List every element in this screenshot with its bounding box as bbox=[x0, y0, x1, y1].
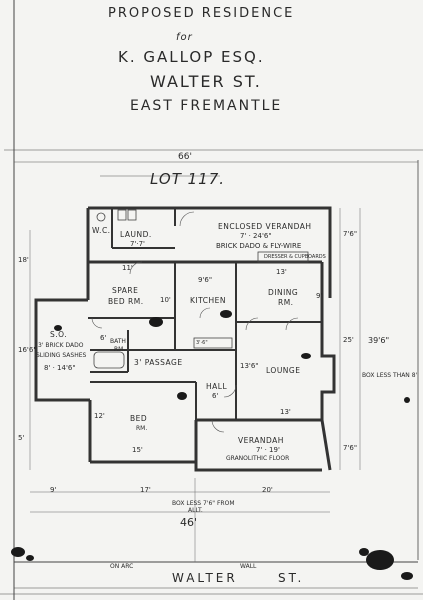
room-spare-bed-2: BED RM. bbox=[108, 297, 144, 306]
dim-kitchen-w: 9'6" bbox=[198, 276, 213, 284]
dim-hall-w: 6' bbox=[212, 392, 219, 400]
dim-left-16: 16'6" bbox=[18, 346, 37, 354]
title-line-5: EAST FREMANTLE bbox=[130, 98, 283, 114]
room-passage: 3' PASSAGE bbox=[134, 358, 183, 367]
room-dining-2: RM. bbox=[278, 298, 294, 307]
bottom-left-note-1: ON ARC bbox=[110, 563, 134, 570]
room-bath-2: RM. bbox=[114, 346, 126, 353]
dim-top-right: 7'6" bbox=[343, 230, 358, 238]
ink-blots bbox=[11, 310, 413, 580]
title-line-2: for bbox=[176, 32, 193, 43]
wc-pan bbox=[96, 212, 106, 222]
room-kitchen: KITCHEN bbox=[190, 296, 226, 305]
kitchen-dado-note: DRESSER & CUPBOARDS bbox=[264, 254, 326, 260]
dim-right-total: 39'6" bbox=[368, 336, 390, 345]
dim-dining-w: 13' bbox=[276, 268, 287, 276]
room-lounge: LOUNGE bbox=[266, 366, 301, 375]
dim-bath-w: 6' bbox=[100, 334, 107, 342]
street-name-2: ST. bbox=[278, 571, 305, 585]
dim-left-5: 5' bbox=[18, 434, 25, 442]
internal-walls bbox=[88, 208, 322, 420]
dim-bed-w: 15' bbox=[132, 446, 143, 454]
dim-spare-w: 11' bbox=[122, 264, 133, 272]
bottom-left-note-2: WALL bbox=[240, 563, 257, 570]
title-line-4: WALTER ST. bbox=[150, 72, 262, 91]
lot-number: LOT 117. bbox=[150, 170, 226, 188]
dim-dining-h: 9' bbox=[316, 292, 323, 300]
fixtures bbox=[93, 209, 309, 369]
dim-verandah-h: 7'6" bbox=[343, 444, 358, 452]
room-sleepout-1: S.O. bbox=[50, 330, 68, 339]
setback-note-1: BOX LESS 7'6" FROM bbox=[172, 500, 235, 507]
room-sleepout-4: 8' · 14'6" bbox=[44, 364, 76, 372]
enclosed-verandah-dim: 7' · 24'6" bbox=[240, 232, 272, 240]
room-verandah-3: GRANOLITHIC FLOOR bbox=[226, 455, 290, 462]
street-name-1: WALTER bbox=[172, 571, 238, 585]
dim-bed-h: 12' bbox=[94, 412, 105, 420]
dim-bottom-total: 46' bbox=[180, 516, 198, 529]
bath-tub bbox=[93, 351, 125, 369]
room-sleepout-3: SLIDING SASHES bbox=[36, 352, 87, 359]
laundry-dim: 7'·7' bbox=[130, 240, 145, 248]
dim-right-25: 25' bbox=[343, 336, 354, 344]
dim-bottom-17: 17' bbox=[140, 486, 151, 494]
dim-lounge-w: 13'6" bbox=[240, 362, 259, 370]
room-bed-2: RM. bbox=[136, 425, 148, 432]
bath-dim: 3'·6" bbox=[196, 340, 208, 346]
room-verandah-2: 7' · 19' bbox=[256, 446, 280, 454]
room-bed-1: BED bbox=[130, 414, 148, 423]
dresser bbox=[193, 337, 233, 349]
room-bath-1: BATH bbox=[110, 338, 126, 345]
setback-note-2: ALLT. bbox=[188, 507, 203, 514]
room-wc: W.C. bbox=[92, 226, 111, 235]
dim-bottom-9: 9' bbox=[50, 486, 57, 494]
room-dining-1: DINING bbox=[268, 288, 299, 297]
dim-left-18: 18' bbox=[18, 256, 29, 264]
room-enclosed-verandah: ENCLOSED VERANDAH bbox=[218, 222, 312, 231]
room-sleepout-2: 3' BRICK DADO bbox=[38, 342, 84, 349]
overall-width-dim: 66' bbox=[178, 152, 192, 162]
room-verandah-1: VERANDAH bbox=[238, 436, 284, 445]
room-laundry: LAUND. bbox=[120, 230, 152, 239]
enclosed-verandah-note: BRICK DADO & FLY-WIRE bbox=[216, 242, 302, 250]
door-swings bbox=[91, 211, 299, 433]
title-line-1: PROPOSED RESIDENCE bbox=[108, 6, 295, 21]
room-spare-bed-1: SPARE bbox=[112, 286, 139, 295]
room-hall: HALL bbox=[206, 382, 228, 391]
dim-bottom-20: 20' bbox=[262, 486, 273, 494]
title-line-3: K. GALLOP ESQ. bbox=[118, 48, 265, 66]
right-note: BOX LESS THAN 8' bbox=[362, 372, 418, 379]
dim-lounge-bottom: 13' bbox=[280, 408, 291, 416]
dim-spare-h: 10' bbox=[160, 296, 171, 304]
